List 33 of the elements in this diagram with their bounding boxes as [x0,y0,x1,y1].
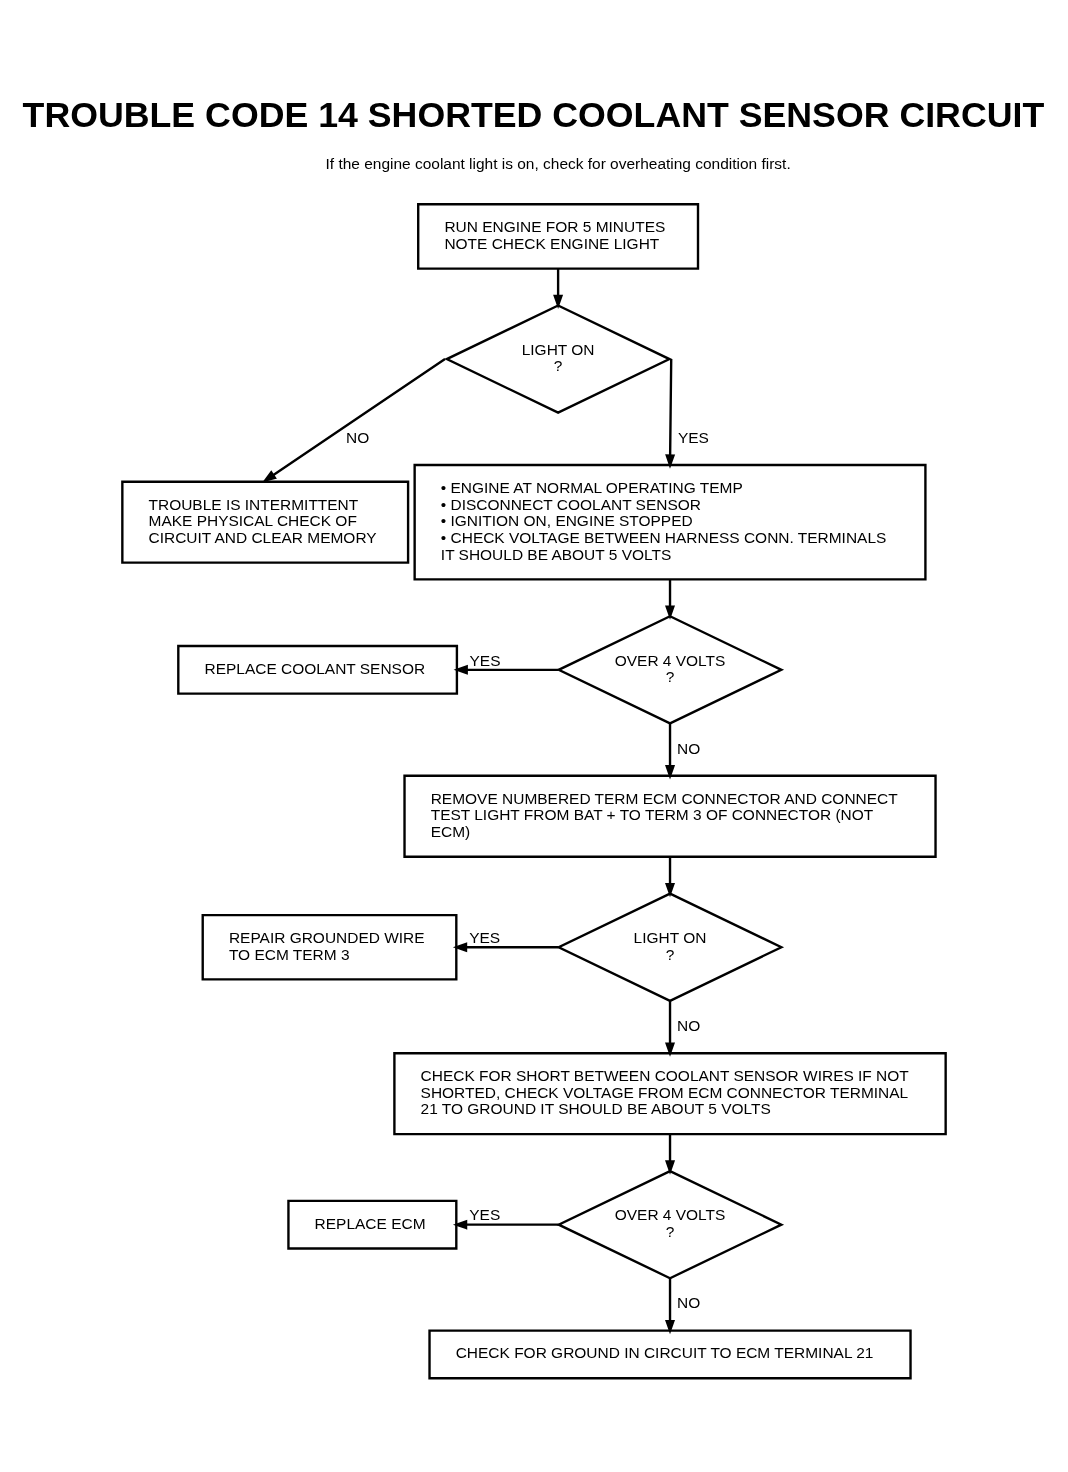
node-box: RUN ENGINE FOR 5 MINUTES NOTE CHECK ENGINE LIGHT [417,202,700,270]
arrow [452,941,559,952]
edge-label: YES [469,928,501,946]
node-box: REPLACE ECM [287,1199,458,1250]
arrow [665,1133,676,1175]
node-box: REMOVE NUMBERED TERM ECM CONNECTOR AND CONNECT TEST LIGHT FROM BAT + TO TERM 3 OF CONNECTOR (NOT ECM) [403,774,937,858]
arrow [452,1219,559,1230]
edge-label: YES [469,651,501,669]
node-box: REPAIR GROUNDED WIRE TO ECM TERM 3 [201,913,458,981]
edge-label: YES [677,428,709,446]
arrow [665,578,676,620]
node-box: CHECK FOR GROUND IN CIRCUIT TO ECM TERMINAL 21 [428,1328,912,1379]
arrow [262,357,446,483]
node-box: CHECK FOR SHORT BETWEEN COOLANT SENSOR WIRES IF NOT SHORTED, CHECK VOLTAGE FROM ECM CONNECTOR TERMINAL 21 TO GROUND IT SHOULD BE ABOUT 5 VOLTS [393,1051,947,1135]
node-box: • ENGINE AT NORMAL OPERATING TEMP • DISCONNECT COOLANT SENSOR • IGNITION ON, ENGINE STOPPED • CHECK VOLTAGE BETWEEN HARNESS CONN. TERMINALS IT SHOULD BE ABOUT 5 VOLTS [413,463,927,581]
edge-label: NO [346,428,370,446]
arrow [665,358,676,469]
node-diamond: LIGHT ON ? [555,891,785,1002]
node-diamond: LIGHT ON ? [444,303,673,414]
edge-label: NO [677,1293,701,1311]
edge-label: YES [469,1205,501,1223]
edge-label: NO [677,1016,701,1034]
label: If the engine coolant light is on, check for overheating condition first. [325,154,791,172]
arrow [553,268,564,309]
node-box: TROUBLE IS INTERMITTENT MAKE PHYSICAL CHECK OF CIRCUIT AND CLEAR MEMORY [121,480,410,564]
arrow [665,1000,676,1057]
node-box: REPLACE COOLANT SENSOR [177,644,459,695]
edge-label: NO [677,739,701,757]
diagram-title: TROUBLE CODE 14 SHORTED COOLANT SENSOR CIRCUIT [22,94,1045,135]
arrow [665,722,676,779]
arrow [453,664,559,675]
arrow [665,856,676,897]
arrow [665,1277,676,1334]
